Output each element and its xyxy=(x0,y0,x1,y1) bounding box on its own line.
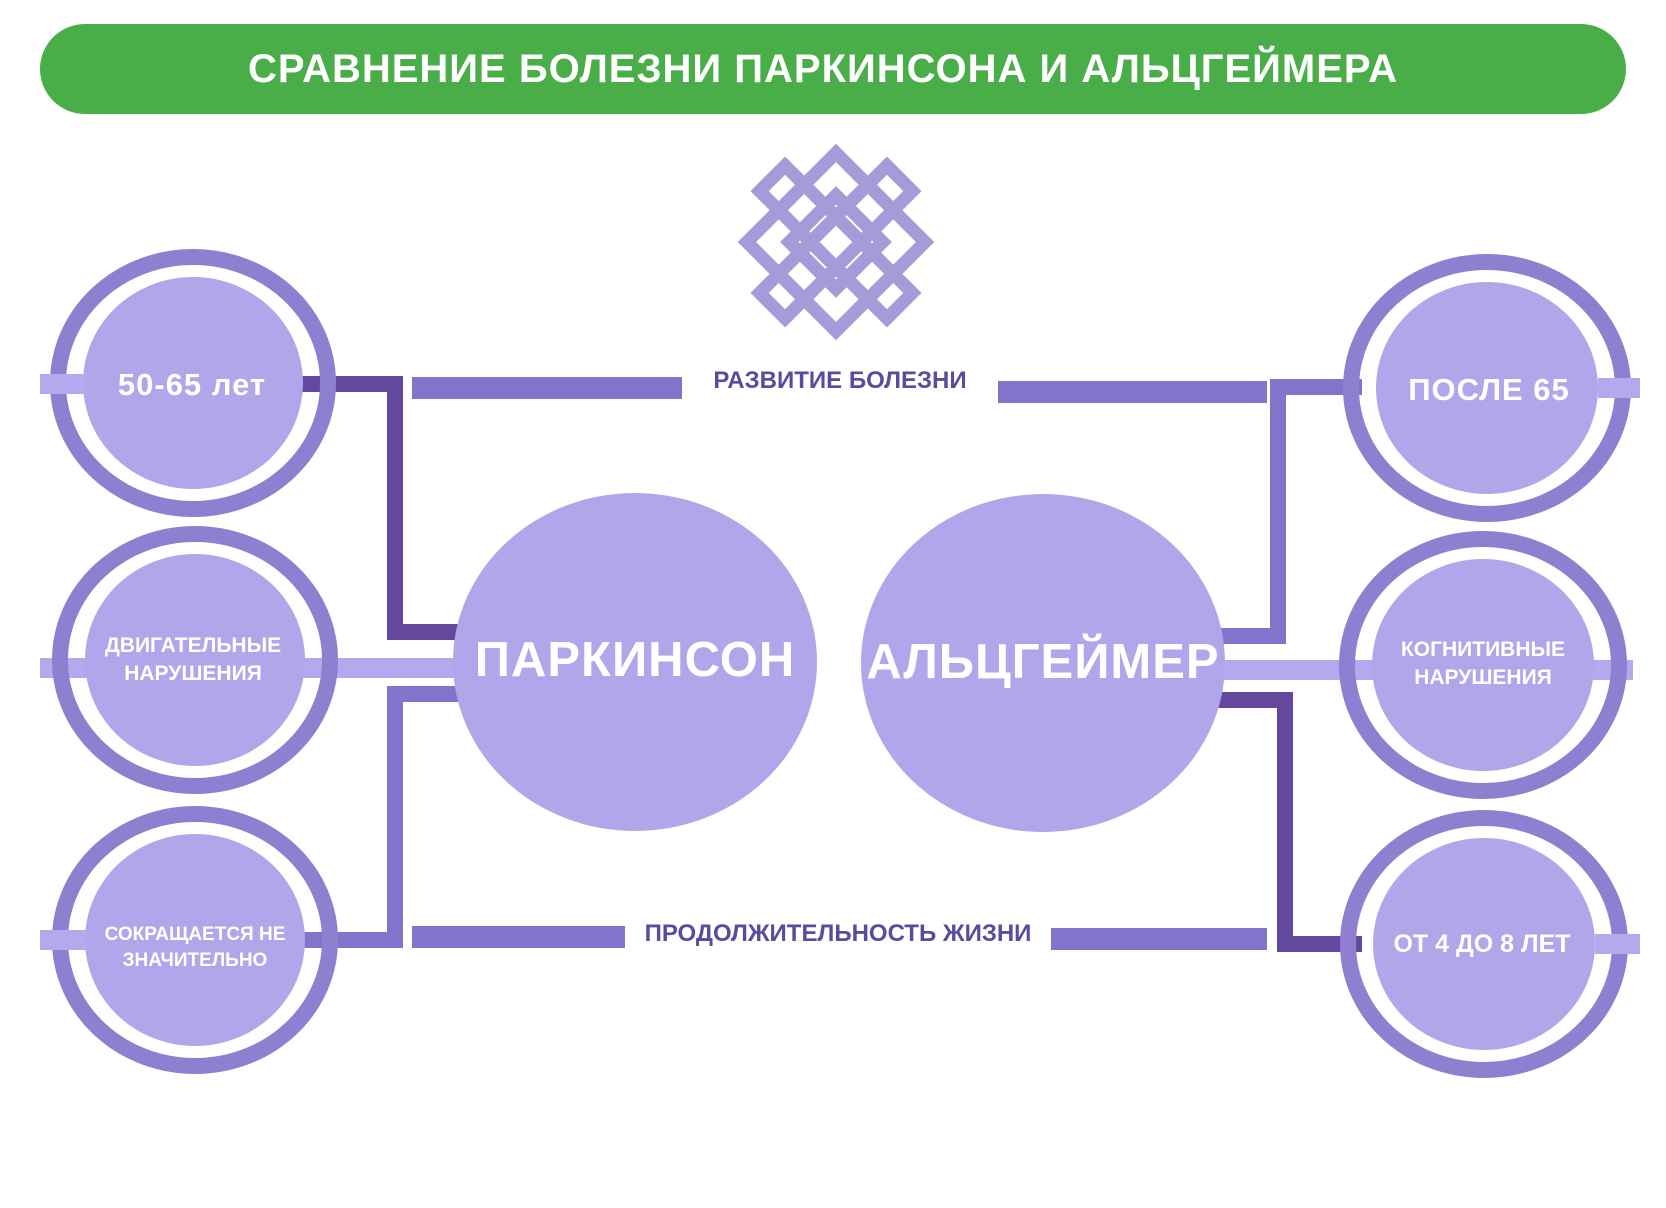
title-banner: СРАВНЕНИЕ БОЛЕЗНИ ПАРКИНСОНА И АЛЬЦГЕЙМЕ… xyxy=(40,24,1626,114)
node-alzheimer-life xyxy=(1340,810,1640,1078)
alzheimer-onset-label: ПОСЛЕ 65 xyxy=(1408,372,1570,407)
center-label-alzheimer: АЛЬЦГЕЙМЕР xyxy=(866,635,1220,689)
page-title: СРАВНЕНИЕ БОЛЕЗНИ ПАРКИНСОНА И АЛЬЦГЕЙМЕ… xyxy=(248,46,1398,91)
connector-life-alz xyxy=(1218,692,1362,952)
center-node-parkinson xyxy=(453,493,817,831)
node-alzheimer-onset xyxy=(1343,254,1640,522)
center-label-parkinson: ПАРКИНСОН xyxy=(474,633,796,687)
parkinson-life-label: СОКРАЩАЕТСЯ НЕ ЗНАЧИТЕЛЬНО xyxy=(104,924,286,971)
connector-onset-alz xyxy=(1218,379,1362,644)
parkinson-symptoms-label: ДВИГАТЕЛЬНЫЕ НАРУШЕНИЯ xyxy=(104,634,282,686)
alzheimer-life-label: ОТ 4 ДО 8 ЛЕТ xyxy=(1393,930,1571,958)
node-parkinson-onset xyxy=(40,249,336,517)
center-node-alzheimer xyxy=(861,494,1225,832)
center-connectors xyxy=(412,377,1267,950)
alzheimer-symptoms-label: КОГНИТИВНЫЕ НАРУШЕНИЯ xyxy=(1400,638,1566,690)
node-parkinson-symptoms xyxy=(52,526,338,794)
connection-label-development: РАЗВИТИЕ БОЛЕЗНИ xyxy=(713,367,967,394)
endless-knot-icon xyxy=(737,143,935,341)
parkinson-onset-label: 50-65 лет xyxy=(117,367,267,402)
connection-label-life-expectancy: ПРОДОЛЖИТЕЛЬНОСТЬ ЖИЗНИ xyxy=(644,920,1032,947)
connector-life xyxy=(300,686,470,948)
connector-onset xyxy=(300,376,470,640)
node-alzheimer-symptoms xyxy=(1339,531,1627,799)
node-parkinson-life xyxy=(40,806,338,1074)
